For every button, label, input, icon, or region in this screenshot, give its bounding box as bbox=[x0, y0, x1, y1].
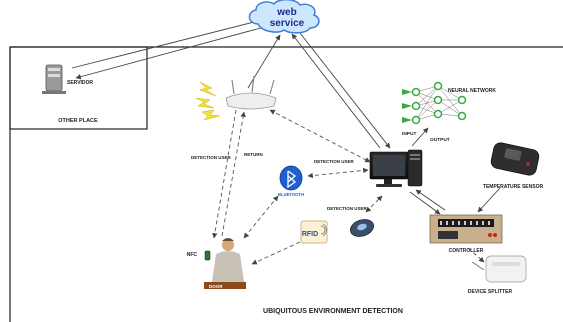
server-icon bbox=[42, 64, 66, 94]
door-label: DOOR bbox=[209, 284, 223, 289]
input-label: INPUT bbox=[402, 131, 416, 137]
link-router-cloud bbox=[247, 34, 281, 89]
device-splitter-label: DEVICE SPLITTER bbox=[468, 289, 513, 295]
door-bar bbox=[204, 282, 246, 289]
detection-user-mid-label: DETECTION USER bbox=[314, 159, 355, 164]
link-rfid-person bbox=[251, 241, 301, 265]
link-bluetooth-person bbox=[243, 195, 279, 239]
diagram-title: UBIQUITOUS ENVIRONMENT DETECTION bbox=[263, 308, 403, 315]
other-place-box bbox=[9, 46, 148, 130]
bluetooth-icon bbox=[279, 165, 303, 191]
router-icon bbox=[225, 75, 277, 110]
neural-network-icon bbox=[402, 81, 467, 125]
servidor-label: SERVIDOR bbox=[67, 80, 93, 86]
link-computer-controller-b bbox=[415, 189, 446, 211]
neural-network-label: NEURAL NETWORK bbox=[448, 88, 496, 94]
other-place-label: OTHER PLACE bbox=[58, 118, 98, 124]
link-bluetooth-computer bbox=[307, 167, 369, 179]
signal-waves bbox=[195, 81, 221, 121]
link-computer-cloud-a bbox=[291, 33, 381, 149]
controller-board-icon bbox=[429, 214, 503, 244]
link-rfid-computer bbox=[365, 195, 383, 213]
dashed-connections bbox=[212, 109, 485, 265]
bluetooth-label: BLUETOOTH bbox=[278, 192, 304, 197]
detection-user-left-label: DETECTION USER bbox=[191, 155, 232, 160]
device-splitter-icon bbox=[471, 255, 527, 283]
cloud-line-web: web bbox=[276, 7, 296, 18]
link-computer-neural bbox=[411, 127, 429, 147]
return-label: RETURN bbox=[244, 152, 263, 157]
link-computer-controller-a bbox=[409, 191, 441, 215]
link-server-cloud-a bbox=[71, 18, 263, 69]
desktop-computer-icon bbox=[369, 149, 423, 187]
link-sensor-controller bbox=[477, 187, 501, 213]
rfid-label: RFID bbox=[302, 231, 318, 238]
link-controller-splitter bbox=[467, 247, 485, 263]
temperature-sensor-icon bbox=[490, 142, 540, 176]
output-label: OUTPUT bbox=[430, 137, 450, 143]
link-server-cloud-b bbox=[75, 25, 269, 80]
controller-label: CONTROLLER bbox=[449, 248, 484, 254]
nfc-label: NFC bbox=[187, 252, 198, 258]
person-phone-icon bbox=[204, 238, 244, 282]
rfid-card-icon bbox=[349, 219, 375, 237]
detection-user-rfid-label: DETECTION USER bbox=[327, 206, 368, 211]
cloud-line-service: service bbox=[270, 18, 305, 29]
web-service-cloud: web service bbox=[248, 0, 320, 34]
temperature-sensor-label: TEMPERATURE SENSOR bbox=[483, 184, 544, 190]
link-router-person-a bbox=[212, 109, 237, 239]
link-router-computer bbox=[269, 109, 371, 163]
rfid-reader-icon bbox=[300, 220, 328, 244]
link-computer-cloud-b bbox=[299, 32, 391, 149]
